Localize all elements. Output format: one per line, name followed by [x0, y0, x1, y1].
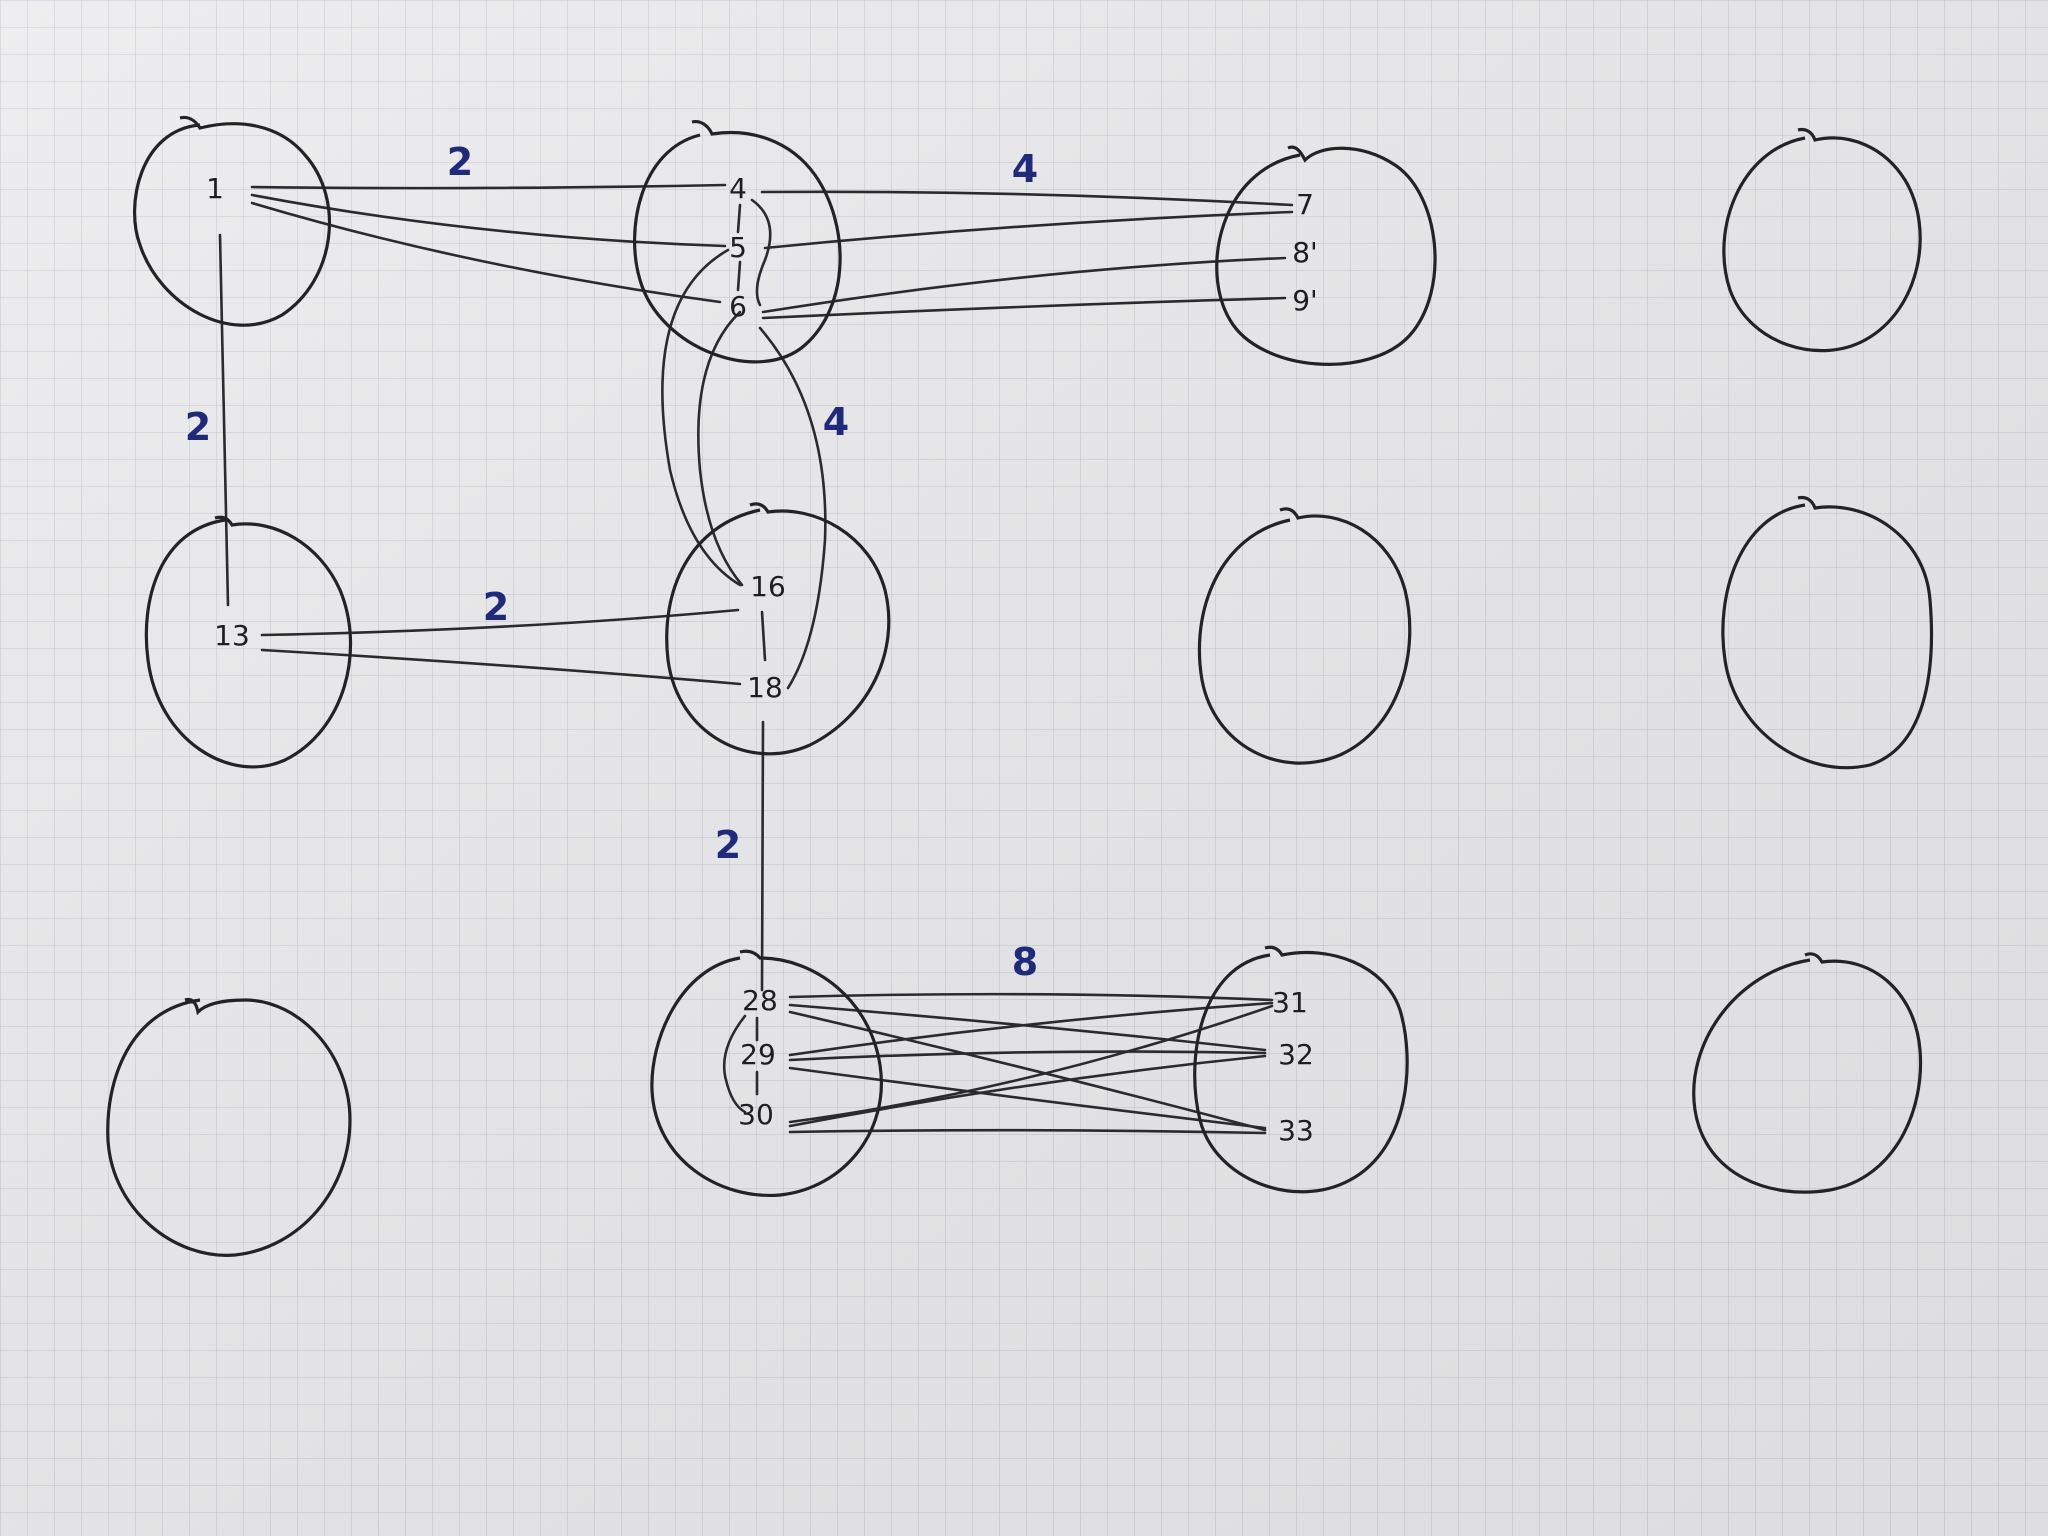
- edge-6-9: [761, 296, 1287, 320]
- edge-13-18: [260, 648, 742, 686]
- node-31-label: 31: [1272, 986, 1308, 1019]
- edge-1-6: [250, 201, 722, 304]
- edge-29-32: [788, 1050, 1267, 1062]
- edge-4-5: [736, 203, 742, 234]
- circles: [106, 115, 1934, 1257]
- edge-18-28: [760, 720, 765, 992]
- circle-3: [1215, 145, 1437, 366]
- edge-30-31: [788, 1004, 1274, 1124]
- weight-labels: 2 4 2 4 2 2 8: [185, 140, 1038, 984]
- circle-12: [1692, 952, 1923, 1194]
- circle-5: [144, 515, 353, 769]
- node-1-label: 1: [206, 172, 224, 205]
- edge-6-18: [758, 326, 827, 690]
- node-13-label: 13: [214, 619, 250, 652]
- node-32-label: 32: [1278, 1038, 1314, 1071]
- edge-30-32: [788, 1054, 1267, 1128]
- node-33-label: 33: [1278, 1114, 1314, 1147]
- edge-28-30-curve: [722, 1014, 747, 1114]
- circle-8: [1721, 495, 1934, 770]
- circle-7: [1197, 507, 1412, 765]
- node-6-label: 6: [729, 290, 747, 323]
- edge-4-7: [760, 190, 1294, 207]
- circle-11: [1193, 945, 1409, 1194]
- edge-30-33: [788, 1128, 1267, 1135]
- node-18-label: 18: [747, 671, 783, 704]
- node-29-label: 29: [740, 1038, 776, 1071]
- circle-6: [665, 502, 891, 756]
- edge-1-5: [250, 193, 727, 248]
- circle-2: [633, 119, 842, 364]
- edge-13-16: [260, 608, 740, 637]
- edge-1-13: [218, 233, 230, 607]
- node-5-label: 5: [729, 231, 747, 264]
- circle-1: [133, 115, 332, 327]
- edge-1-4: [250, 183, 727, 190]
- edge-5-16: [661, 248, 742, 587]
- edge-4-6-curve: [750, 198, 772, 307]
- edge-28-33: [788, 1010, 1267, 1132]
- circle-10: [650, 949, 883, 1198]
- edge-5-6: [736, 260, 742, 292]
- weight-18-28: 2: [715, 823, 741, 867]
- node-28-label: 28: [742, 984, 778, 1017]
- node-8-label: 8': [1292, 236, 1318, 269]
- node-30-label: 30: [738, 1098, 774, 1131]
- circle-9: [106, 997, 352, 1257]
- node-16-label: 16: [750, 570, 786, 603]
- edge-28-31: [788, 992, 1274, 1002]
- node-labels: 1 4 5 6 7 8' 9' 13 16 18 28 29 30 31 32 …: [206, 172, 1318, 1147]
- weight-456-789: 4: [1012, 147, 1038, 191]
- weight-456-1618: 4: [823, 400, 849, 444]
- node-9-label: 9': [1292, 284, 1318, 317]
- weight-1-13: 2: [185, 405, 211, 449]
- circle-4: [1722, 127, 1922, 353]
- weight-282930-313233: 8: [1012, 940, 1038, 984]
- node-4-label: 4: [729, 172, 747, 205]
- weight-13-1618: 2: [483, 585, 509, 629]
- weight-1-456: 2: [447, 140, 473, 184]
- edge-6-16: [697, 310, 744, 587]
- edges: [218, 183, 1294, 1135]
- edge-16-18: [760, 610, 767, 662]
- node-7-label: 7: [1296, 188, 1314, 221]
